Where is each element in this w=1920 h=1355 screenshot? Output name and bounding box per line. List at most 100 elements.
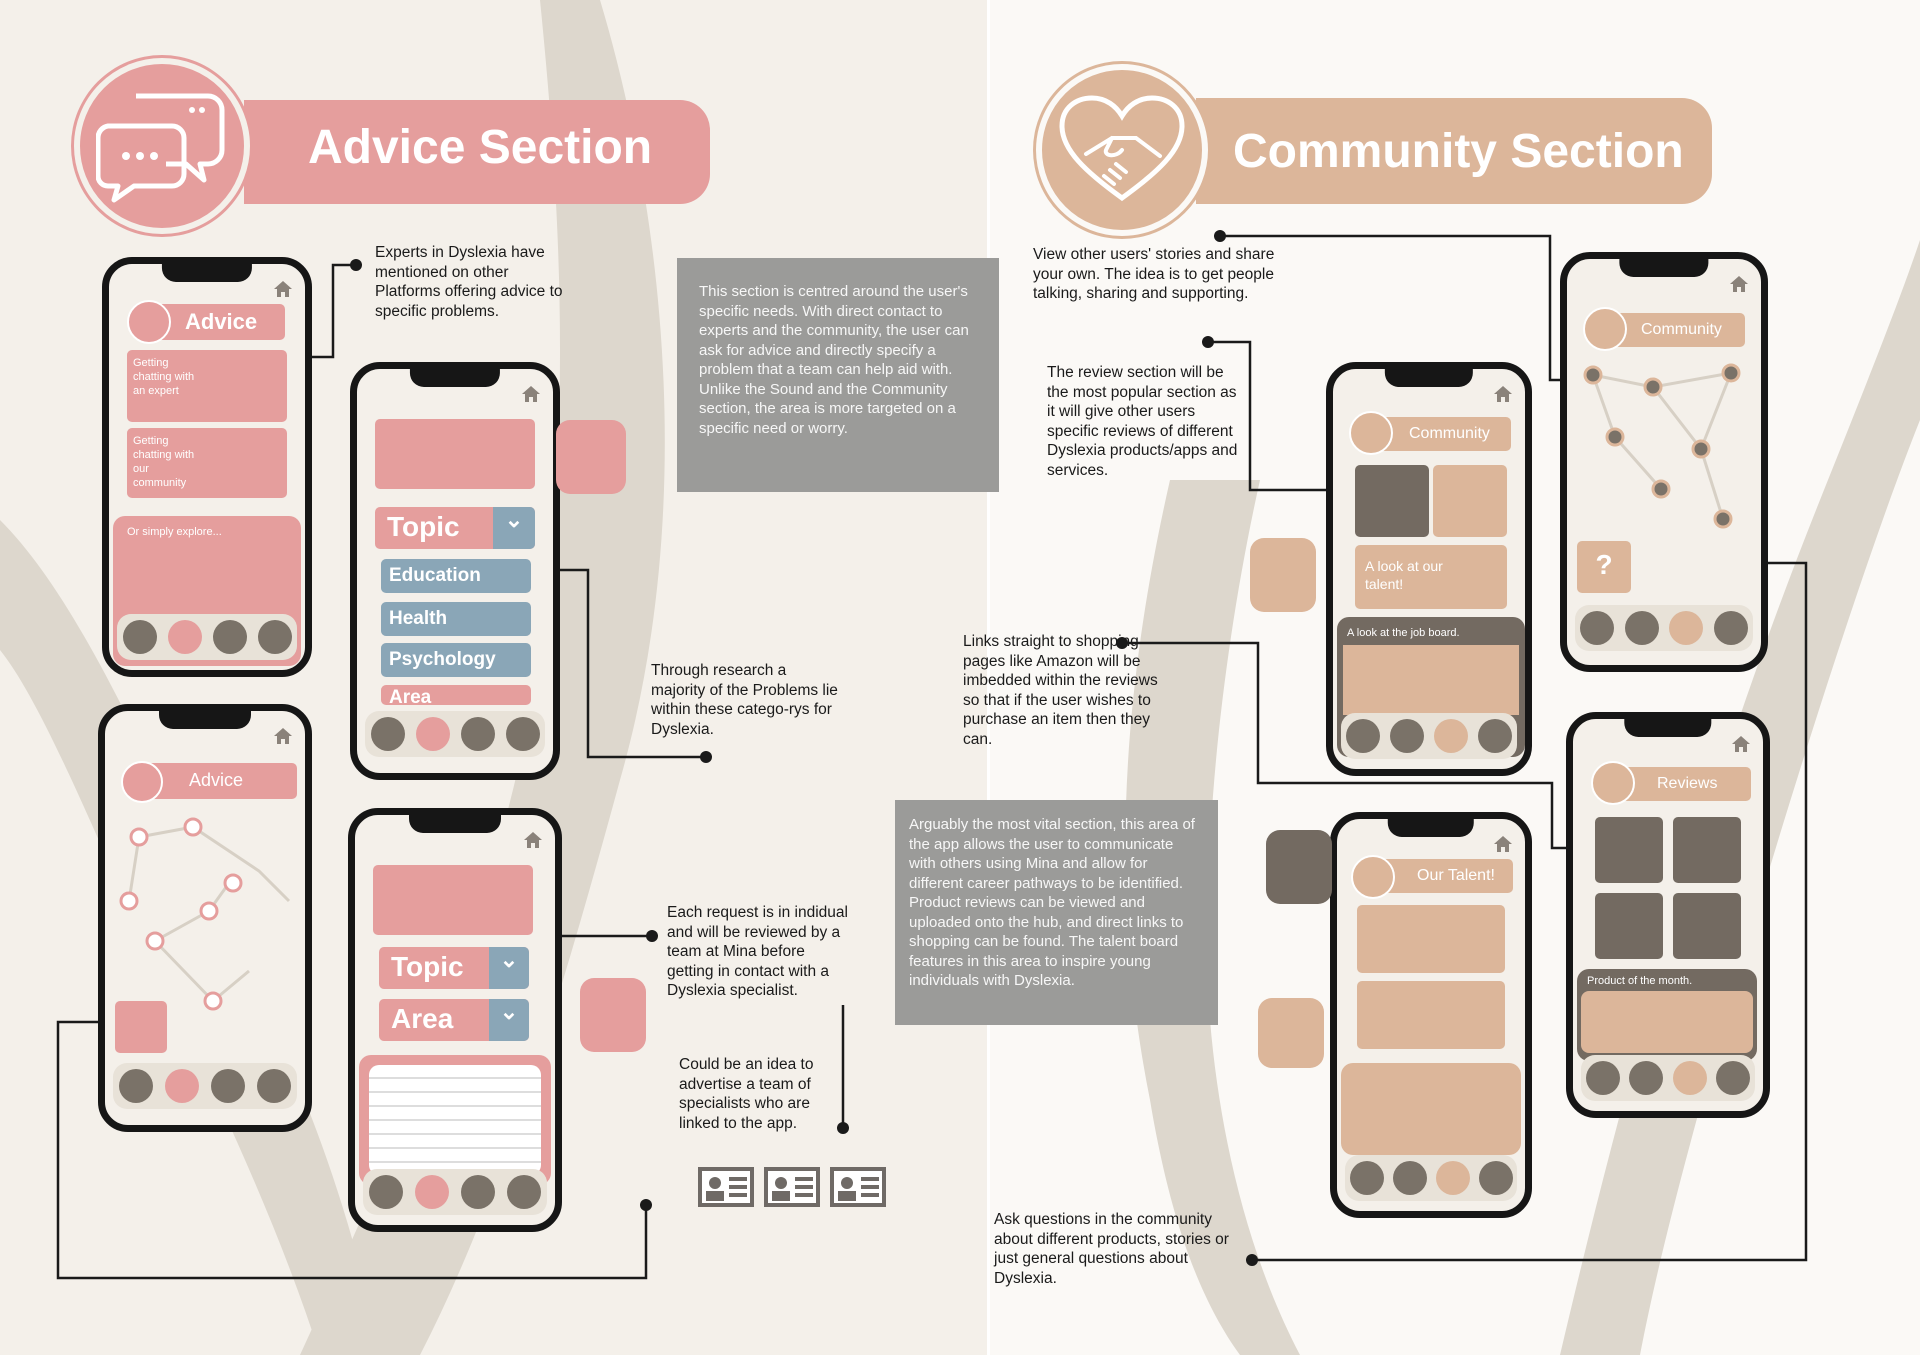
community-tab-icon[interactable] bbox=[1434, 719, 1468, 753]
advice-tab-icon[interactable] bbox=[165, 1069, 199, 1103]
community-tab-icon[interactable] bbox=[212, 620, 247, 654]
topic-option-psychology[interactable]: Psychology bbox=[381, 643, 531, 677]
advice-tab-icon[interactable] bbox=[1390, 719, 1424, 753]
talent-card[interactable] bbox=[1357, 905, 1505, 973]
tap-gesture-bubble bbox=[556, 420, 626, 494]
sound-tab-icon[interactable] bbox=[119, 1069, 153, 1103]
topic-option-health[interactable]: Health bbox=[381, 602, 531, 636]
profile-tab-icon[interactable] bbox=[257, 620, 292, 654]
advice-tab-icon[interactable] bbox=[1392, 1161, 1427, 1195]
profile-tab-icon[interactable] bbox=[257, 1069, 291, 1103]
advice-tab-icon[interactable] bbox=[167, 620, 202, 654]
talent-tile[interactable]: A look at our talent! bbox=[1355, 545, 1507, 609]
sound-tab-icon[interactable] bbox=[1346, 719, 1380, 753]
card-expert[interactable]: Getting chatting with an expert bbox=[127, 350, 287, 422]
advice-header-label: Advice bbox=[185, 309, 258, 334]
sound-tab-icon[interactable] bbox=[122, 620, 157, 654]
bottom-nav bbox=[365, 711, 545, 757]
home-icon[interactable] bbox=[521, 385, 541, 403]
swipe-gesture-bubble bbox=[1258, 998, 1324, 1068]
advice-phone-topic: Topic⌄ Education Health Psychology Area bbox=[350, 362, 560, 780]
sound-tab-icon[interactable] bbox=[1349, 1161, 1384, 1195]
sound-tab-icon[interactable] bbox=[370, 717, 405, 751]
community-section-header: Community Section bbox=[1036, 64, 1716, 240]
community-tab-icon[interactable] bbox=[461, 1175, 495, 1209]
profile-tab-icon[interactable] bbox=[1716, 1061, 1751, 1095]
talent-header-label: Our Talent! bbox=[1417, 867, 1495, 884]
user-network-map[interactable] bbox=[1571, 359, 1761, 559]
chevron-down-icon: ⌄ bbox=[493, 507, 535, 549]
product-of-month-label: Product of the month. bbox=[1587, 975, 1693, 987]
advice-request-header bbox=[375, 419, 535, 489]
advice-phone-home: Advice Getting chatting with an expert G… bbox=[102, 257, 312, 677]
advice-section-header: Advice Section bbox=[74, 58, 714, 234]
note-reviews: The review section will be the most popu… bbox=[1047, 364, 1238, 479]
home-icon[interactable] bbox=[273, 280, 293, 298]
home-icon[interactable] bbox=[1731, 735, 1751, 753]
product-of-month-panel[interactable]: Product of the month. bbox=[1577, 969, 1757, 1061]
note-research: Through research a majority of the Probl… bbox=[651, 662, 838, 738]
reviews-tile[interactable] bbox=[1355, 465, 1429, 537]
advice-tab-icon[interactable] bbox=[1629, 1061, 1664, 1095]
shopping-tile[interactable] bbox=[1595, 817, 1663, 883]
topic-option-education[interactable]: Education bbox=[381, 559, 531, 593]
handshake-icon bbox=[1591, 761, 1635, 805]
talent-card[interactable] bbox=[1357, 981, 1505, 1049]
talent-gallery[interactable] bbox=[1341, 1063, 1521, 1155]
home-icon[interactable] bbox=[273, 727, 293, 745]
home-icon[interactable] bbox=[1493, 385, 1513, 403]
home-icon[interactable] bbox=[1729, 275, 1749, 293]
heart-handshake-icon bbox=[1059, 95, 1185, 202]
profile-tab-icon[interactable] bbox=[507, 1175, 541, 1209]
advice-info-box: This section is centred around the user'… bbox=[677, 258, 999, 492]
favourites-tile[interactable] bbox=[1433, 465, 1507, 537]
tap-gesture-bubble bbox=[1266, 830, 1332, 904]
topic-dropdown[interactable]: Topic⌄ bbox=[375, 507, 535, 549]
community-tab-icon[interactable] bbox=[211, 1069, 245, 1103]
specialist-cards bbox=[698, 1167, 886, 1207]
community-section-title: Community Section bbox=[1233, 125, 1684, 178]
community-tab-icon[interactable] bbox=[460, 717, 495, 751]
profile-tab-icon[interactable] bbox=[1478, 719, 1512, 753]
advice-tab-icon[interactable] bbox=[415, 1175, 449, 1209]
chevron-down-icon: ⌄ bbox=[489, 999, 529, 1041]
card-community[interactable]: Getting chatting with our community bbox=[127, 428, 287, 498]
sound-tab-icon[interactable] bbox=[1580, 611, 1615, 645]
user-network-map[interactable] bbox=[109, 811, 299, 1011]
home-icon[interactable] bbox=[523, 831, 543, 849]
question-button[interactable]: ? bbox=[1577, 541, 1631, 593]
community-info-box: Arguably the most vital section, this ar… bbox=[895, 800, 1218, 1025]
chat-icon bbox=[127, 300, 171, 344]
profile-tab-icon[interactable] bbox=[1478, 1161, 1513, 1195]
explore-label: Or simply explore... bbox=[127, 526, 222, 538]
community-tab-icon[interactable] bbox=[1669, 611, 1704, 645]
advice-header-label: Advice bbox=[189, 770, 244, 790]
swipe-gesture-bubble bbox=[580, 978, 646, 1052]
bottom-nav bbox=[1581, 1055, 1755, 1101]
topic-option-area[interactable]: Area bbox=[381, 685, 531, 705]
ask-advice-button[interactable] bbox=[115, 1001, 167, 1053]
home-icon[interactable] bbox=[1493, 835, 1513, 853]
sound-tab-icon[interactable] bbox=[369, 1175, 403, 1209]
bottom-nav bbox=[363, 1169, 547, 1215]
advice-tab-icon[interactable] bbox=[1624, 611, 1659, 645]
profile-tab-icon[interactable] bbox=[1713, 611, 1748, 645]
product-tile[interactable] bbox=[1673, 817, 1741, 883]
topic-dropdown[interactable]: Topic⌄ bbox=[379, 947, 529, 989]
bottom-nav bbox=[117, 614, 297, 660]
add-user-tile[interactable] bbox=[1673, 893, 1741, 959]
sound-tab-icon[interactable] bbox=[1585, 1061, 1620, 1095]
chat-icon bbox=[121, 761, 163, 803]
request-text-area[interactable] bbox=[359, 1055, 551, 1185]
advice-tab-icon[interactable] bbox=[415, 717, 450, 751]
profile-tab-icon[interactable] bbox=[505, 717, 540, 751]
note-stories: View other users' stories and share your… bbox=[1033, 246, 1275, 302]
apps-tile[interactable] bbox=[1595, 893, 1663, 959]
job-board-label: A look at the job board. bbox=[1347, 627, 1460, 639]
bottom-nav bbox=[1345, 1155, 1517, 1201]
area-dropdown[interactable]: Area⌄ bbox=[379, 999, 529, 1041]
community-tab-icon[interactable] bbox=[1435, 1161, 1470, 1195]
community-tab-icon[interactable] bbox=[1672, 1061, 1707, 1095]
note-request: Each request is in indidual and will be … bbox=[667, 904, 848, 999]
handshake-icon bbox=[1349, 411, 1393, 455]
